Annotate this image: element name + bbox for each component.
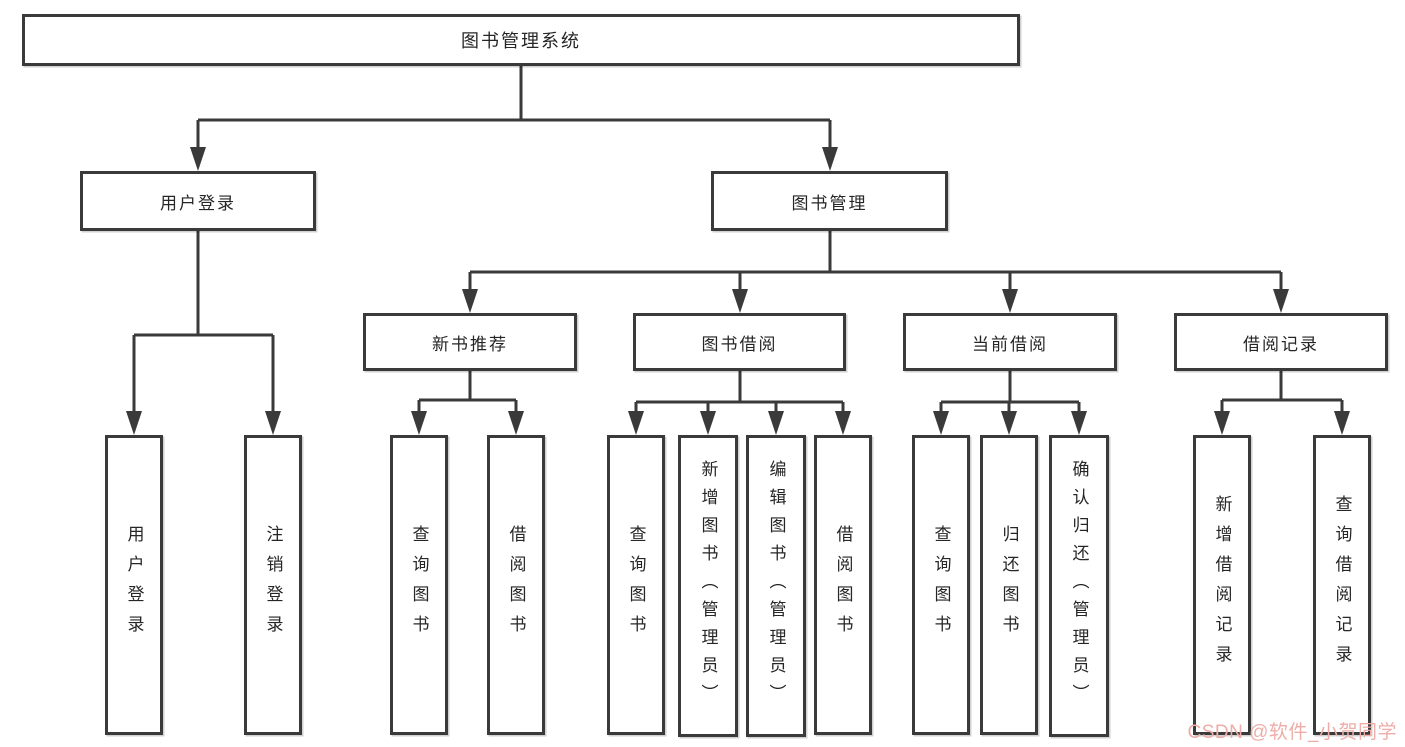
arrowhead	[1071, 411, 1087, 435]
arrowhead	[1002, 289, 1018, 313]
connector-current-to-leaves	[933, 371, 1087, 435]
connector-records-to-leaves	[1214, 371, 1350, 435]
arrowhead	[1001, 411, 1017, 435]
leaf-borrow-books-borrowing: 借阅图书	[814, 435, 872, 735]
arrowhead	[508, 411, 524, 435]
node-current-borrowing: 当前借阅	[903, 313, 1117, 371]
leaf-query-borrow-record: 查询借阅记录	[1313, 435, 1371, 735]
arrowhead	[126, 411, 142, 435]
node-book-management: 图书管理	[711, 171, 948, 231]
arrowhead	[265, 411, 281, 435]
leaf-confirm-return-admin: 确认归还（管理员）	[1049, 435, 1109, 737]
leaf-user-login: 用户登录	[105, 435, 163, 735]
node-user-login: 用户登录	[80, 171, 316, 231]
leaf-query-books-borrowing: 查询图书	[607, 435, 665, 735]
leaf-query-books-current: 查询图书	[912, 435, 970, 735]
connector-root-to-level2	[190, 66, 838, 171]
leaf-add-book-admin: 新增图书（管理员）	[678, 435, 738, 737]
arrowhead	[462, 289, 478, 313]
leaf-query-books-recommend: 查询图书	[390, 435, 448, 735]
arrowhead	[835, 411, 851, 435]
leaf-borrow-books-recommend: 借阅图书	[487, 435, 545, 735]
node-book-borrowing: 图书借阅	[633, 313, 846, 371]
connector-borrowing-to-leaves	[628, 371, 851, 435]
arrowhead	[768, 411, 784, 435]
arrowhead	[190, 147, 206, 171]
arrowhead	[1214, 411, 1230, 435]
leaf-edit-book-admin: 编辑图书（管理员）	[746, 435, 806, 737]
arrowhead	[933, 411, 949, 435]
arrowhead	[628, 411, 644, 435]
node-library-system: 图书管理系统	[22, 14, 1020, 66]
connector-book-management-to-level3	[462, 231, 1289, 313]
arrowhead	[1334, 411, 1350, 435]
leaf-return-books: 归还图书	[980, 435, 1038, 735]
connector-recommend-to-leaves	[411, 371, 524, 435]
leaf-add-borrow-record: 新增借阅记录	[1193, 435, 1251, 735]
csdn-watermark: CSDN @软件_小贺同学	[1187, 722, 1397, 743]
leaf-logout: 注销登录	[244, 435, 302, 735]
arrowhead	[822, 147, 838, 171]
node-borrow-records: 借阅记录	[1174, 313, 1388, 371]
arrowhead	[700, 411, 716, 435]
node-new-book-recommend: 新书推荐	[363, 313, 577, 371]
arrowhead	[1273, 289, 1289, 313]
arrowhead	[732, 289, 748, 313]
arrowhead	[411, 411, 427, 435]
connector-user-login-to-leaves	[126, 231, 281, 435]
